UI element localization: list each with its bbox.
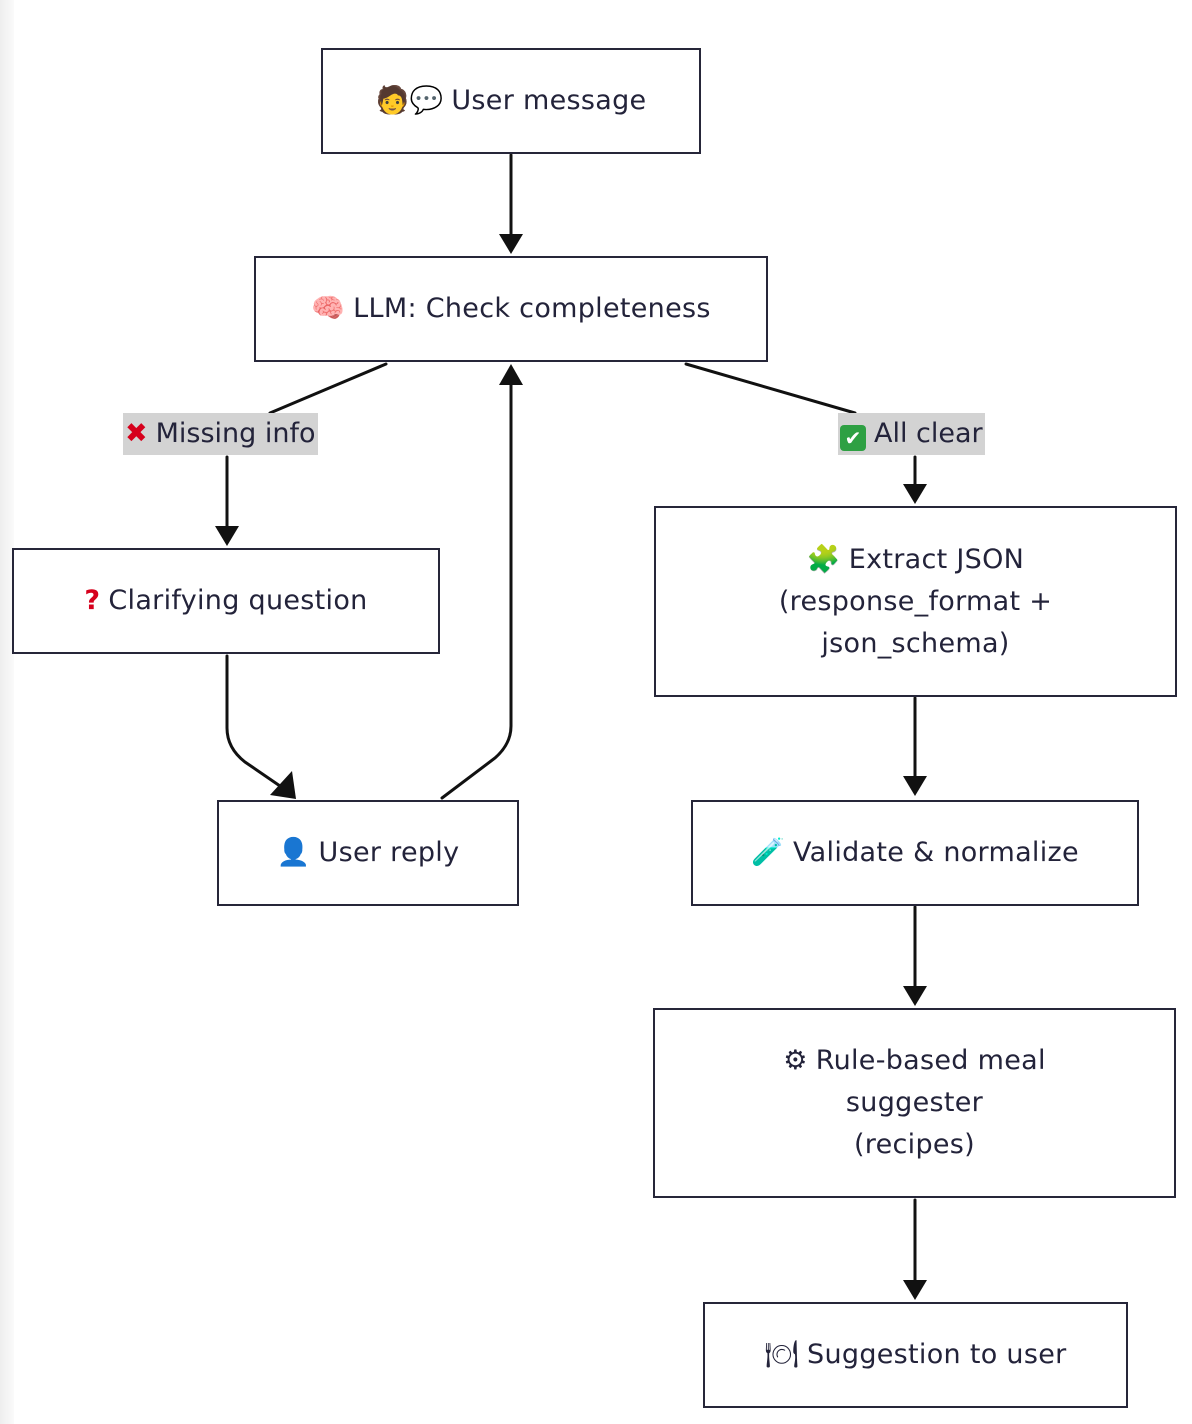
node-rule-line1: Rule-based meal [815, 1045, 1046, 1076]
edge-llm-to-missing [268, 362, 388, 415]
node-extract-json[interactable]: 🧩Extract JSON (response_format + json_sc… [654, 506, 1177, 697]
edge-clarifying-to-reply [225, 654, 282, 788]
puzzle-piece-icon: 🧩 [806, 543, 841, 575]
arrowhead-reply [270, 771, 296, 799]
node-user-reply-label: User reply [318, 837, 460, 868]
person-silhouette-icon: 👤 [276, 837, 311, 868]
edge-label-clear-text: All clear [874, 418, 983, 449]
arrowhead-llm-loop [499, 364, 523, 385]
node-validate-label: Validate & normalize [793, 837, 1079, 868]
edge-label-missing-text: Missing info [155, 418, 316, 449]
node-rule-based-suggester[interactable]: ⚙Rule-based meal suggester (recipes) [653, 1008, 1176, 1198]
edge-label-all-clear: ✔ All clear [838, 413, 985, 455]
edge-reply-to-llm [440, 380, 513, 800]
node-llm-check-label: LLM: Check completeness [353, 293, 711, 324]
node-extract-line3: json_schema) [821, 627, 1010, 659]
cross-icon: ✖ [125, 418, 148, 449]
node-llm-check[interactable]: 🧠LLM: Check completeness [254, 256, 768, 362]
arrowhead-clarifying [215, 526, 239, 546]
test-tube-icon: 🧪 [751, 837, 785, 868]
node-user-reply[interactable]: 👤User reply [217, 800, 519, 906]
node-rule-line3: (recipes) [853, 1129, 976, 1160]
node-suggestion-label: Suggestion to user [807, 1339, 1067, 1370]
arrowhead-suggestion [903, 1280, 927, 1300]
person-speech-icon: 🧑💬 [375, 85, 444, 116]
arrowhead-rules [903, 986, 927, 1006]
canvas-left-edge [0, 0, 14, 1424]
plate-cutlery-icon: 🍽 [764, 1339, 800, 1370]
node-rule-line2: suggester [845, 1087, 984, 1118]
node-clarifying-label: Clarifying question [108, 585, 368, 616]
gear-icon: ⚙ [783, 1045, 808, 1076]
checkmark-icon: ✔ [840, 425, 866, 451]
edge-label-missing-info: ✖Missing info [123, 413, 318, 455]
arrowhead-llm [499, 234, 523, 254]
node-validate-normalize[interactable]: 🧪 Validate & normalize [691, 800, 1139, 906]
node-extract-line2: (response_format + [778, 585, 1053, 617]
arrowhead-validate [903, 776, 927, 796]
question-mark-icon: ? [84, 585, 101, 616]
node-clarifying-question[interactable]: ?Clarifying question [12, 548, 440, 654]
edge-llm-to-clear [684, 362, 857, 415]
brain-icon: 🧠 [311, 293, 346, 324]
node-suggestion-to-user[interactable]: 🍽Suggestion to user [703, 1302, 1128, 1408]
node-user-message-label: User message [451, 85, 647, 116]
node-user-message[interactable]: 🧑💬User message [321, 48, 701, 154]
node-extract-line1: Extract JSON [848, 543, 1025, 575]
arrowhead-extract [903, 484, 927, 504]
